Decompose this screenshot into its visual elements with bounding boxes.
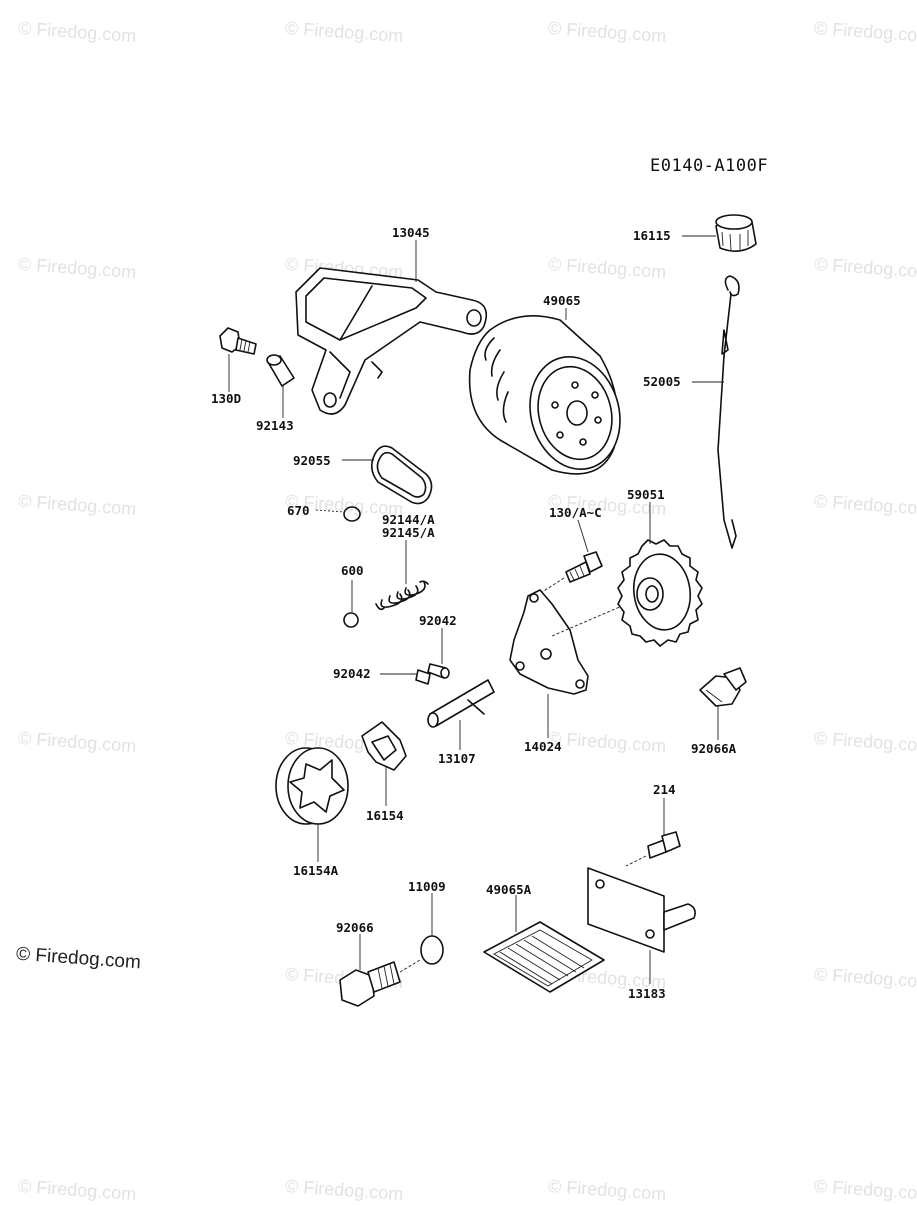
part-label-49065: 49065 [543, 293, 581, 308]
part-label-130d: 130D [211, 391, 242, 406]
gear-59051 [617, 539, 703, 647]
collar-92143 [266, 354, 295, 387]
leader-lines [228, 235, 724, 984]
pin-92042 [415, 663, 450, 685]
oil-filter [468, 314, 621, 475]
part-label-130a: 130/A~C [549, 505, 602, 520]
part-label-14024: 14024 [524, 739, 562, 754]
pump-cover-14024 [509, 589, 637, 695]
drain-plug-92066 [339, 959, 421, 1007]
dipstick [717, 275, 740, 549]
part-label-59051: 59051 [627, 487, 665, 502]
part-label-52005: 52005 [643, 374, 681, 389]
plate-13183 [587, 867, 696, 953]
part-label-92055: 92055 [293, 453, 331, 468]
part-label-92143: 92143 [256, 418, 294, 433]
plug-92066a [699, 667, 747, 707]
part-label-16154: 16154 [366, 808, 404, 823]
o-ring-670 [343, 506, 361, 522]
part-label-214: 214 [653, 782, 676, 797]
part-label-92042-upper: 92042 [419, 613, 457, 628]
part-label-11009: 11009 [408, 879, 446, 894]
part-label-13107: 13107 [438, 751, 476, 766]
part-label-13045: 13045 [392, 225, 430, 240]
gasket-92055 [370, 445, 433, 505]
screen-49065a [483, 921, 605, 993]
part-label-600: 600 [341, 563, 364, 578]
inner-rotor-16154 [361, 721, 407, 771]
oil-strainer-housing [295, 267, 488, 415]
o-ring-11009 [420, 935, 444, 965]
part-label-92066a: 92066A [691, 741, 737, 756]
dipstick-cap [715, 214, 757, 252]
part-label-49065a: 49065A [486, 882, 532, 897]
spring-92144 [375, 580, 429, 611]
part-label-92066: 92066 [336, 920, 374, 935]
part-label-13183: 13183 [628, 986, 666, 1001]
part-label-16115: 16115 [633, 228, 671, 243]
shaft-13107 [427, 679, 495, 728]
diagram-code: E0140-A100F [650, 156, 769, 176]
ball-600 [343, 612, 359, 628]
part-label-92145: 92145/A [382, 525, 435, 540]
part-label-670: 670 [287, 503, 310, 518]
bolt-130a [535, 551, 603, 597]
part-label-16154a: 16154A [293, 863, 339, 878]
bolt-214 [625, 831, 681, 867]
outer-rotor-16154a [275, 747, 349, 825]
bolt-130d [219, 327, 257, 355]
part-label-92042-lower: 92042 [333, 666, 371, 681]
part-label-92144: 92144/A [382, 512, 435, 527]
